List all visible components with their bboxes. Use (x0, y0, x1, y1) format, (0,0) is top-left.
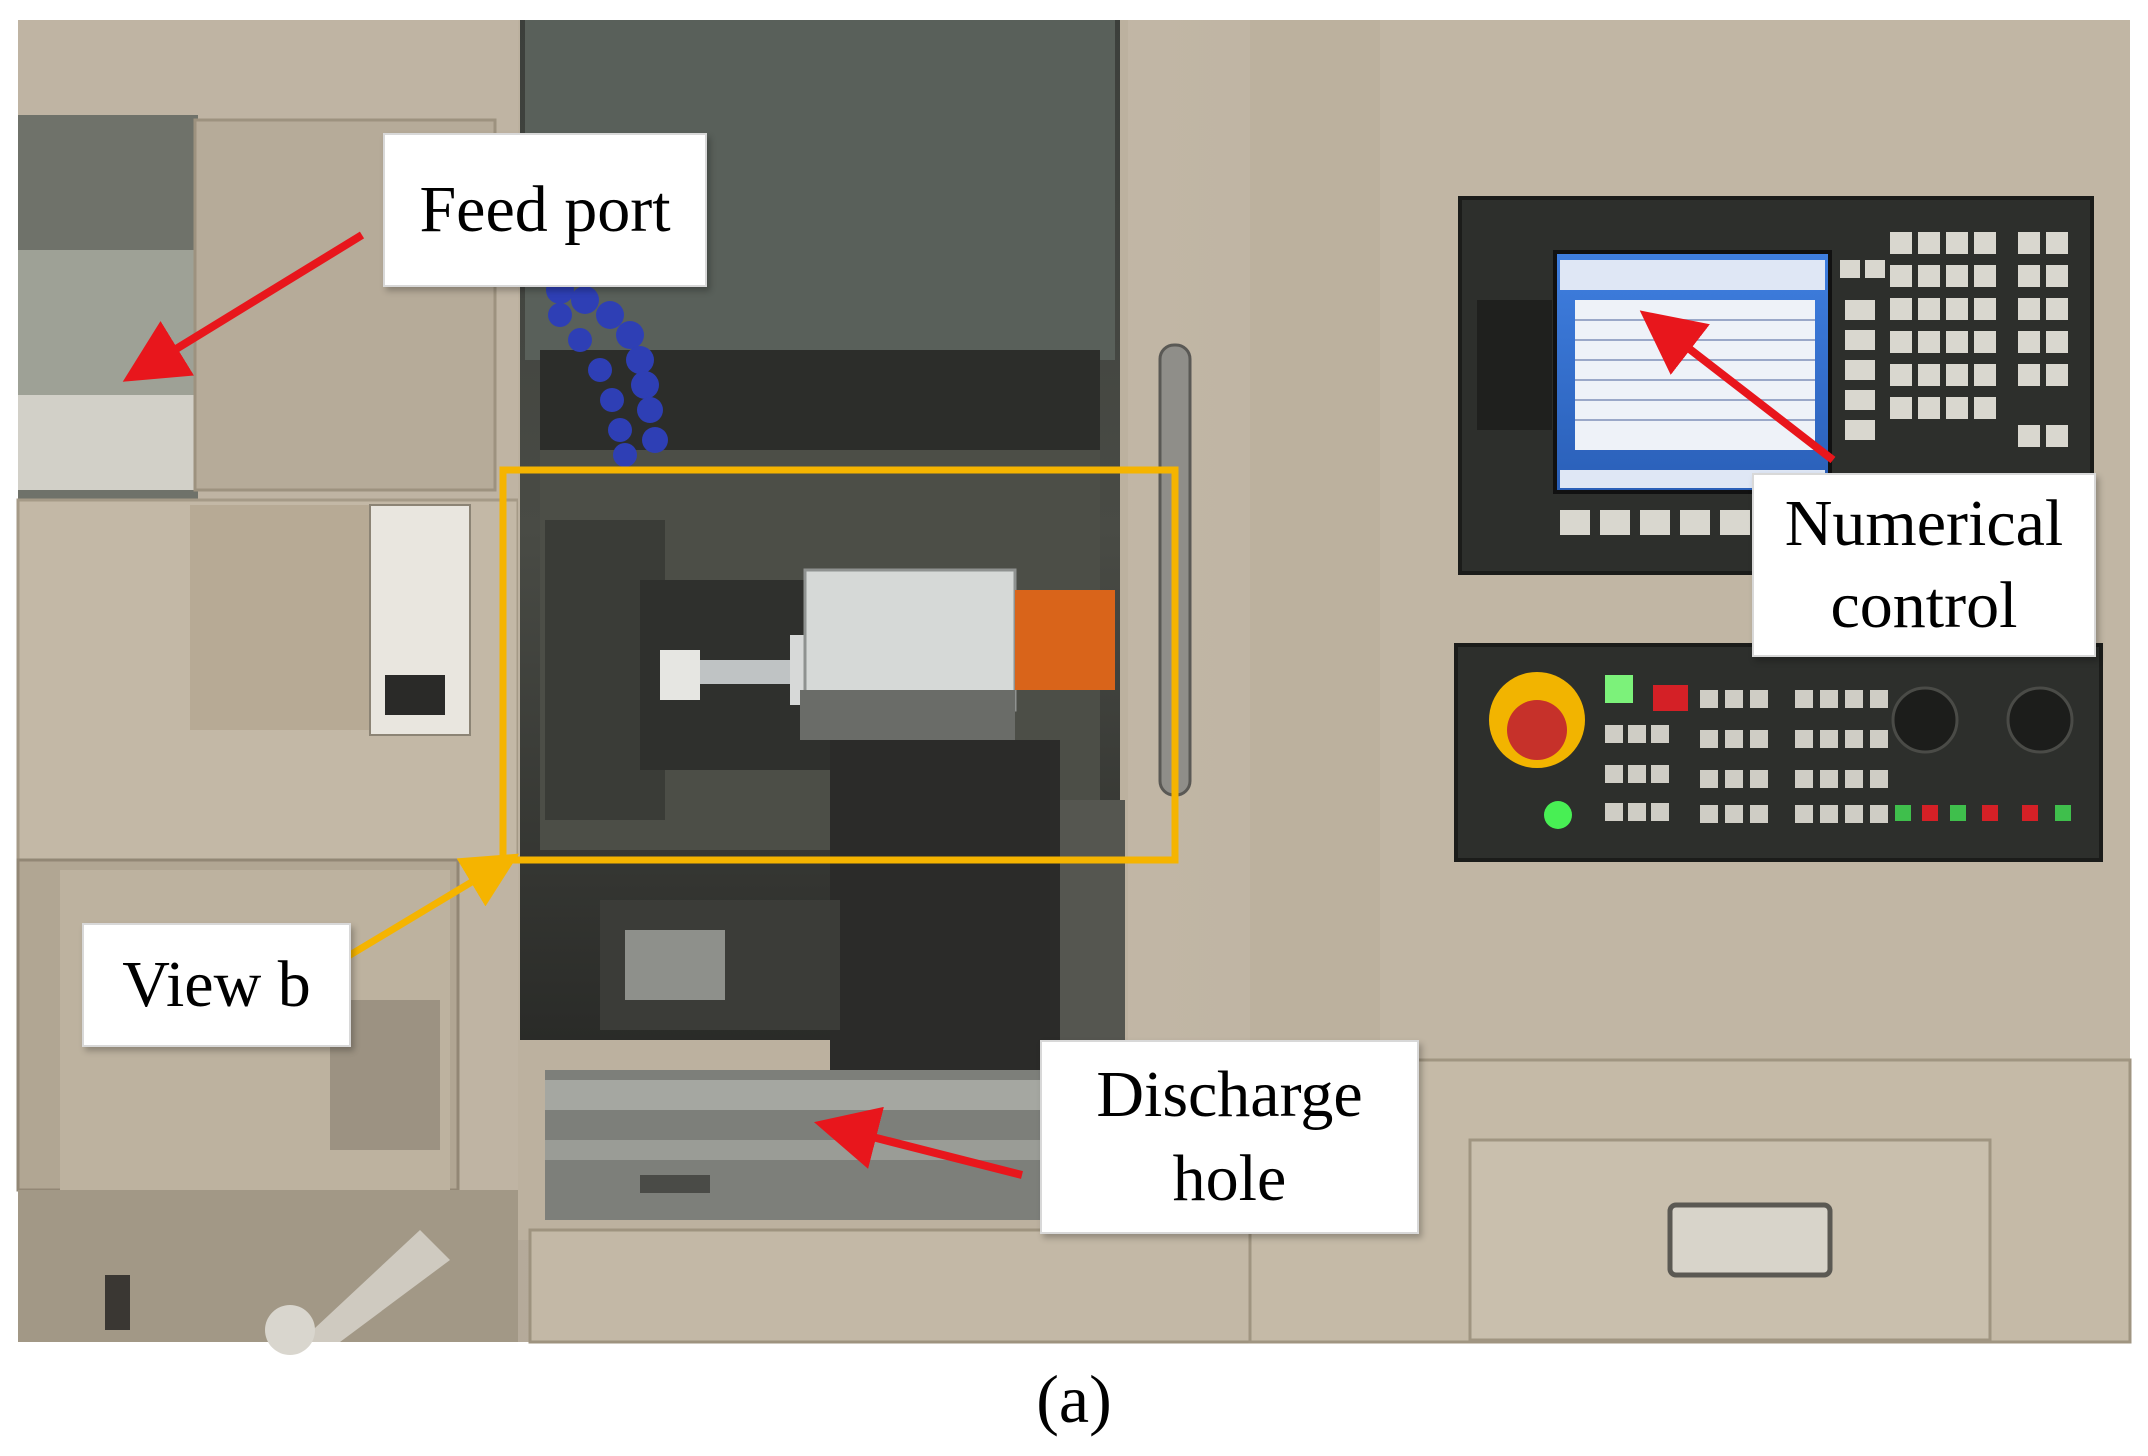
view-b-text: View b (122, 948, 311, 1021)
feed-port-text: Feed port (419, 173, 671, 246)
numerical-control-arrow (1639, 310, 1836, 464)
view-b-label: View b (82, 923, 351, 1047)
discharge-hole-label: Discharge hole (1040, 1040, 1419, 1234)
feed-port-arrow (122, 231, 365, 382)
cnc-control-panel (1458, 196, 2094, 575)
discharge-hole-text-line2: hole (1172, 1142, 1287, 1215)
numerical-control-text-line1: Numerical (1784, 487, 2064, 560)
figure-caption: (a) (1036, 1361, 1112, 1437)
view-b-highlight-box (499, 466, 1179, 864)
discharge-hole-text-line1: Discharge (1096, 1058, 1363, 1131)
numerical-control-label: Numerical control (1752, 473, 2096, 657)
operator-panel (1454, 643, 2103, 862)
numerical-control-text-line2: control (1830, 569, 2018, 642)
view-b-arrow (343, 853, 520, 962)
discharge-hole-arrow (813, 1106, 1023, 1179)
feed-port-label: Feed port (383, 133, 707, 287)
